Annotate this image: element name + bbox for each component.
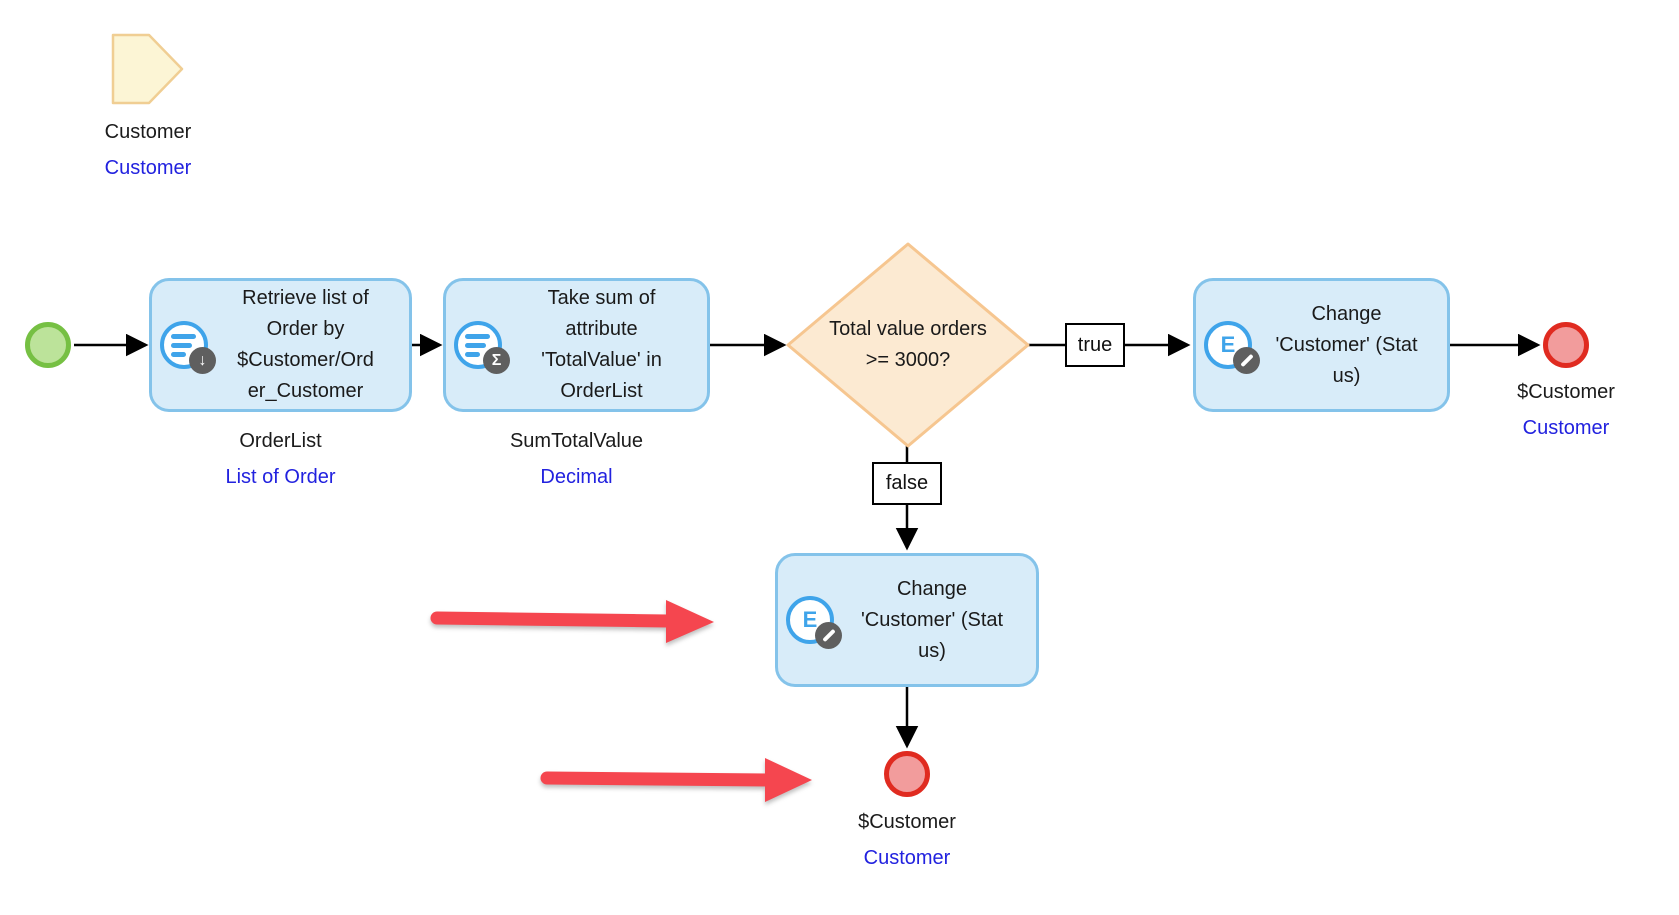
variable-name-label: SumTotalValue [509,430,644,452]
list-icon [454,321,502,369]
change-icon: E [778,556,842,684]
flow-label-false[interactable]: false [872,462,942,505]
end-type-label: Customer [863,847,951,869]
activity-change-customer-false[interactable]: E Change 'Customer' (Stat us) [775,553,1039,687]
sigma-badge-icon: Σ [483,347,510,374]
variable-name-label: OrderList [239,430,322,452]
activity-change-customer-true[interactable]: E Change 'Customer' (Stat us) [1193,278,1450,412]
aggregate-icon: Σ [446,281,510,409]
download-badge-icon: ↓ [189,347,216,374]
decision-diamond[interactable] [786,242,1030,448]
retrieve-icon: ↓ [152,281,216,409]
parameter-polygon[interactable] [111,33,184,105]
pencil-badge-icon [1233,347,1260,374]
annotation-arrow-2 [540,758,812,802]
decision-caption: Total value orders >= 3000? [829,318,987,371]
activity-caption: Retrieve list of Order by $Customer/Ord … [237,287,374,402]
start-event[interactable] [25,322,71,368]
decision-gateway[interactable] [786,242,1030,448]
activity-caption: Take sum of attribute 'TotalValue' in Or… [541,287,662,402]
parameter-name-label: Customer [104,121,192,143]
variable-type-label: Decimal [540,466,613,488]
annotation-arrow-1 [430,600,714,643]
end-type-label: Customer [1522,417,1610,439]
activity-retrieve-orders[interactable]: ↓ Retrieve list of Order by $Customer/Or… [149,278,412,412]
change-icon: E [1196,281,1260,409]
activity-sum-totalvalue[interactable]: Σ Take sum of attribute 'TotalValue' in … [443,278,710,412]
end-event-true-path[interactable] [1543,322,1589,368]
parameter-shape[interactable] [111,33,185,106]
flow-label-true[interactable]: true [1065,323,1125,367]
parameter-entity-label: Customer [104,157,192,179]
end-variable-label: $Customer [858,811,956,833]
variable-type-label: List of Order [225,466,336,488]
end-event-false-path[interactable] [884,751,930,797]
pencil-badge-icon [815,622,842,649]
activity-caption: Change 'Customer' (Stat us) [1275,302,1418,387]
entity-icon: E [786,596,834,644]
end-variable-label: $Customer [1517,381,1615,403]
activity-caption: Change 'Customer' (Stat us) [860,577,1004,662]
